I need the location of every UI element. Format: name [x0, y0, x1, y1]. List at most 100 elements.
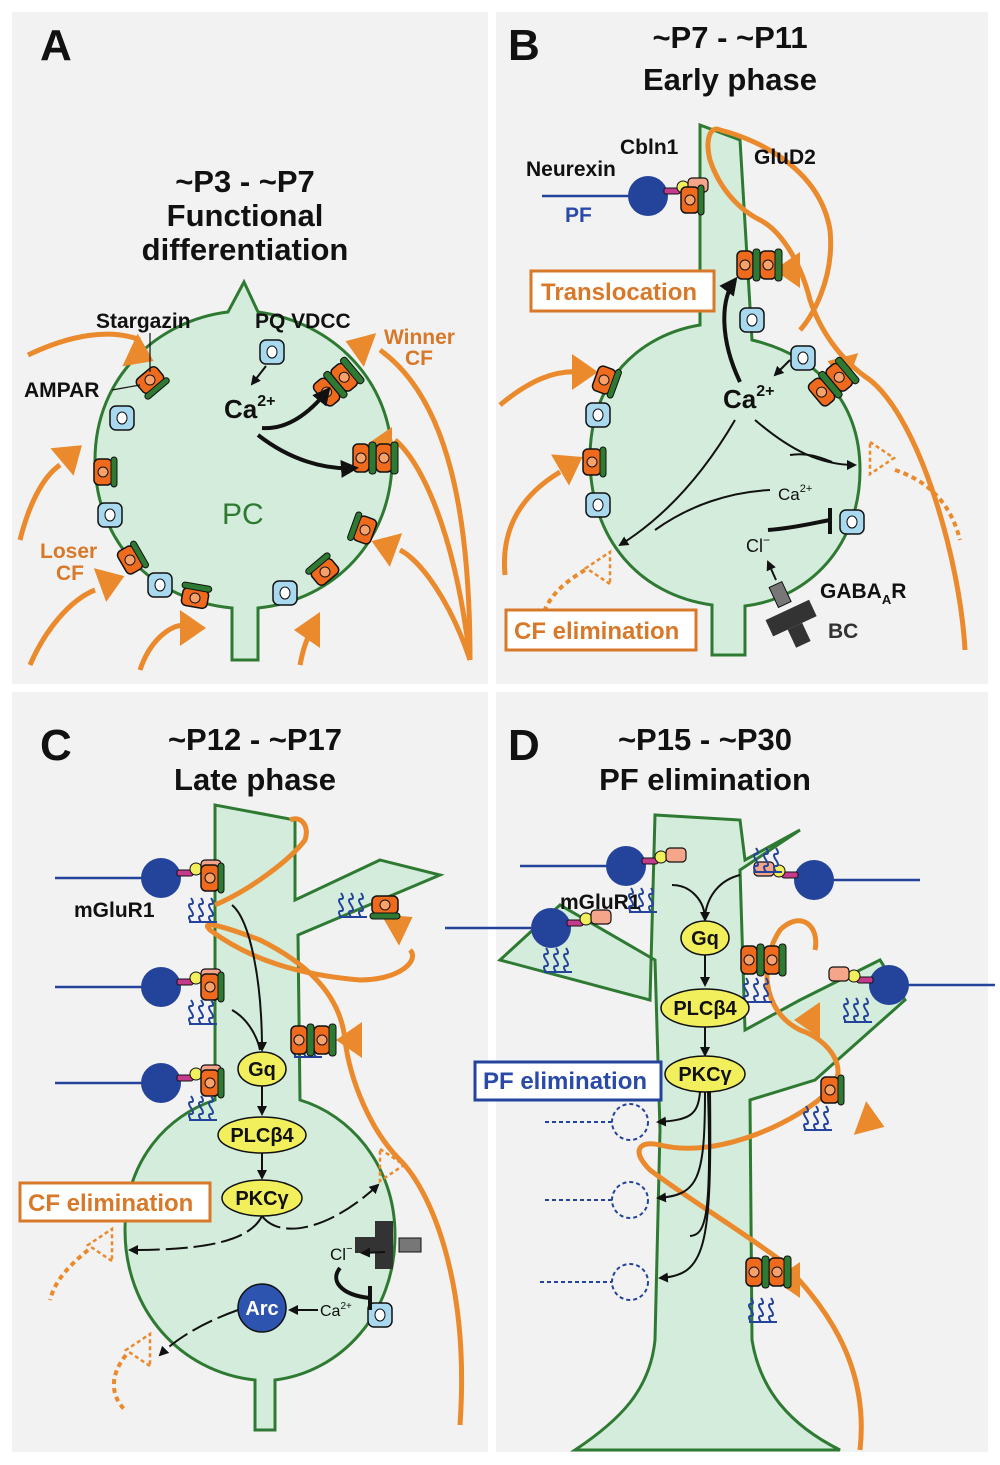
- pf-eliminated-bouton-3: [611, 1263, 649, 1301]
- pkc-label-c: PKCγ: [235, 1188, 289, 1210]
- neurexin-label: Neurexin: [526, 158, 616, 181]
- cf-fiber-c-dashed3: [111, 1353, 128, 1412]
- panel-c-title-1: ~P12 - ~P17: [168, 722, 342, 757]
- gaba-arrow-c: [360, 1247, 386, 1258]
- pf-elimination-box: [473, 1060, 663, 1102]
- translocation-box: [529, 269, 716, 313]
- panel-a-title-2: Functional: [167, 198, 324, 233]
- pf-eliminated-bouton-2: [611, 1181, 649, 1219]
- pf-eliminated-bouton-1: [611, 1103, 649, 1141]
- panel-b-title-1: ~P7 - ~P11: [652, 20, 807, 55]
- ampar-label: AMPAR: [24, 379, 99, 402]
- pkc-arrow-d3: [658, 1091, 712, 1283]
- ampar-d2: [745, 1255, 792, 1289]
- vdcc-ca-arrow-b: [773, 359, 791, 377]
- pkc-arrow-right-c: [261, 1183, 380, 1230]
- winner-cf-fiber: [378, 347, 473, 661]
- pf-arrow-d1: [671, 884, 710, 922]
- gq-label-d: Gq: [691, 928, 719, 950]
- panel-a: A ~P3 - ~P7 Functional differentiation P…: [17, 21, 473, 671]
- panel-a-title-3: differentiation: [142, 232, 349, 267]
- ca-arrow-a2: [256, 433, 359, 478]
- cf-fiber-b-left2: [501, 469, 562, 576]
- vdcc-ca-arrow: [250, 365, 267, 386]
- gabaar-label: GABAAR: [820, 580, 906, 607]
- ca-label-b: Ca2+: [723, 383, 775, 414]
- ampar-c-cluster: [290, 1023, 337, 1057]
- pkc-arrow-d2: [656, 1091, 706, 1203]
- panel-c-title-2: Late phase: [174, 762, 336, 797]
- ca-arrow-b-left: [618, 419, 736, 547]
- panel-d-letter: D: [508, 721, 540, 770]
- winner-cf-label-2: CF: [405, 347, 433, 370]
- cl-label-c: Cl−: [330, 1243, 353, 1264]
- panel-a-letter: A: [40, 21, 72, 70]
- ampar-c1: [200, 862, 225, 894]
- vdcc-b5: [839, 509, 865, 535]
- cl-inhibition-b: [767, 518, 831, 532]
- pf-label-b: PF: [565, 204, 592, 227]
- vdcc-b1: [739, 307, 765, 333]
- ampar-c3: [200, 1067, 225, 1099]
- pf-arrow-c2: [231, 1009, 261, 1051]
- panel-c: C ~P12 - ~P17 Late phase mGluR1 Gq: [18, 721, 465, 1432]
- cl-inhibition-c: [334, 1266, 371, 1300]
- ampar-d1: [740, 943, 787, 977]
- translocation-arrow: [719, 276, 742, 383]
- panel-b: B ~P7 - ~P11 Early phase Cb: [498, 20, 968, 657]
- pq-vdcc-a: [259, 339, 285, 365]
- ampar-c2: [200, 971, 225, 1003]
- vdcc-b2: [790, 345, 816, 371]
- ampar-d3: [820, 1074, 845, 1106]
- ampar-leader: [111, 384, 141, 391]
- pf-arrow-d2: [704, 874, 741, 916]
- ca-small-arrow-b: [654, 489, 771, 531]
- mglur1-label-d: mGluR1: [560, 891, 641, 914]
- vdcc-a4: [272, 580, 298, 606]
- ampar-c4: [369, 895, 401, 920]
- cf-fiber-c: [205, 922, 465, 1426]
- loser-cf-fiber-1: [26, 331, 141, 358]
- panel-b-title-2: Early phase: [643, 62, 817, 97]
- pkc-label-d: PKCγ: [678, 1064, 732, 1086]
- cl-label-b: Cl−: [746, 533, 770, 556]
- pq-vdcc-label: PQ VDCC: [255, 310, 351, 333]
- loser-cf-fiber-3: [27, 587, 96, 666]
- cf-fiber-b-dashed: [894, 468, 962, 541]
- winner-cf-label-1: Winner: [384, 326, 455, 349]
- panel-b-letter: B: [508, 21, 540, 70]
- loser-cf-fiber-2: [17, 462, 62, 541]
- cbln1-label: Cbln1: [620, 136, 679, 159]
- cf-elimination-label-c: CF elimination: [28, 1190, 193, 1217]
- ca-label-a: Ca2+: [224, 393, 276, 424]
- vdcc-b3: [585, 402, 611, 428]
- vdcc-a1: [109, 405, 135, 431]
- ca-small-b: Ca2+: [778, 483, 812, 504]
- cf-fiber-b-main: [705, 126, 968, 651]
- ampar-b-translocated: [736, 248, 783, 282]
- cf-fiber-c-top: [214, 816, 309, 908]
- glud2-label: GluD2: [754, 146, 816, 169]
- cf-fiber-c-dashed: [48, 1248, 90, 1301]
- pf-arrow-c1: [231, 904, 267, 1052]
- pkc-arrow-d1: [656, 1091, 701, 1127]
- vdcc-a3: [147, 572, 173, 598]
- cf-elimination-label-b: CF elimination: [514, 618, 679, 645]
- ampar-a2: [93, 456, 118, 488]
- loser-cf-label-2: CF: [56, 562, 84, 585]
- arc-arrow-c: [158, 1309, 239, 1357]
- plc-label-d: PLCβ4: [673, 998, 737, 1020]
- panel-d-title-1: ~P15 - ~P30: [618, 722, 792, 757]
- cf-fiber-b-branch: [719, 127, 834, 332]
- plc-label-c: PLCβ4: [230, 1125, 294, 1147]
- arc-node: [237, 1283, 287, 1333]
- bc-label-b: BC: [828, 620, 858, 643]
- pc-label: PC: [222, 498, 264, 531]
- cf-elimination-box-c: [18, 1181, 212, 1223]
- pkc-arrow-d4: [689, 1091, 711, 1237]
- ampar-b2: [582, 446, 607, 478]
- gaba-arrow-b: [766, 560, 777, 581]
- panel-c-letter: C: [40, 721, 72, 770]
- panel-d: D ~P15 - ~P30 PF elimination mGluR1 Gq P: [443, 721, 997, 1452]
